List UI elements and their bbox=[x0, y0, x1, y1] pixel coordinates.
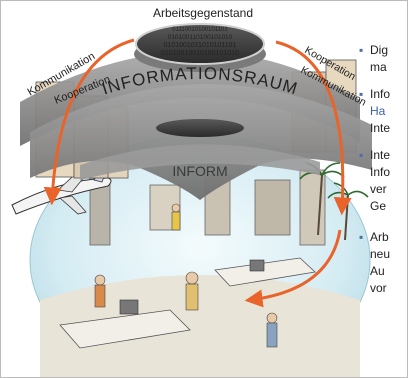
bullet-item: ▪ Info Ha Inte bbox=[356, 86, 408, 137]
arrow-right-bottom bbox=[244, 229, 342, 308]
bullet-line: Inte bbox=[370, 148, 391, 162]
bullet-list: ▪ Dig ma ▪ Info Ha Inte ▪ Inte Info ver … bbox=[356, 36, 408, 376]
bullet-line: Inte bbox=[370, 121, 391, 135]
informationsraum-echo-band bbox=[80, 144, 320, 180]
bullet-line: vor bbox=[370, 281, 387, 295]
center-disk bbox=[156, 119, 244, 137]
bullet-marker: ▪ bbox=[359, 87, 364, 101]
bullet-line: Au bbox=[370, 264, 385, 278]
bullet-marker: ▪ bbox=[359, 148, 364, 162]
binary-row: 01110010100101101 bbox=[172, 27, 228, 33]
arbeitsgegenstand-disk bbox=[134, 23, 266, 72]
bullet-line: Arb bbox=[370, 230, 389, 244]
informationsraum-band bbox=[30, 84, 372, 200]
bullet-item: ▪ Dig ma bbox=[356, 42, 408, 76]
binary-code: 01110010100101101 010100110100101010 010… bbox=[161, 27, 239, 57]
bullet-line: Dig bbox=[370, 43, 389, 57]
bullet-line: ver bbox=[370, 182, 387, 196]
bullet-line: Info bbox=[370, 165, 391, 179]
label-arbeitsgegenstand: Arbeitsgegenstand bbox=[153, 6, 253, 20]
bullet-line: Info bbox=[370, 87, 391, 101]
flow-arrows bbox=[43, 38, 352, 308]
label-informationsraum-echo: INFORM bbox=[172, 163, 227, 179]
bullet-line: Ge bbox=[370, 199, 387, 213]
binary-row: 01010010010100101010 bbox=[161, 50, 239, 57]
bullet-line: neu bbox=[370, 247, 391, 261]
bullet-marker: ▪ bbox=[359, 230, 364, 244]
upper-band bbox=[20, 51, 360, 146]
bullet-line: ma bbox=[370, 60, 387, 74]
binary-row: 010100110100101010 bbox=[168, 34, 233, 41]
bullet-item: ▪ Inte Info ver Ge bbox=[356, 147, 408, 215]
binary-row: 0101001011010101101 bbox=[164, 42, 237, 49]
bullet-link[interactable]: Ha bbox=[370, 104, 386, 118]
bullet-item: ▪ Arb neu Au vor bbox=[356, 229, 408, 297]
arrow-top-left bbox=[43, 38, 135, 206]
bullet-marker: ▪ bbox=[359, 43, 364, 57]
arrow-top-right bbox=[275, 40, 352, 216]
